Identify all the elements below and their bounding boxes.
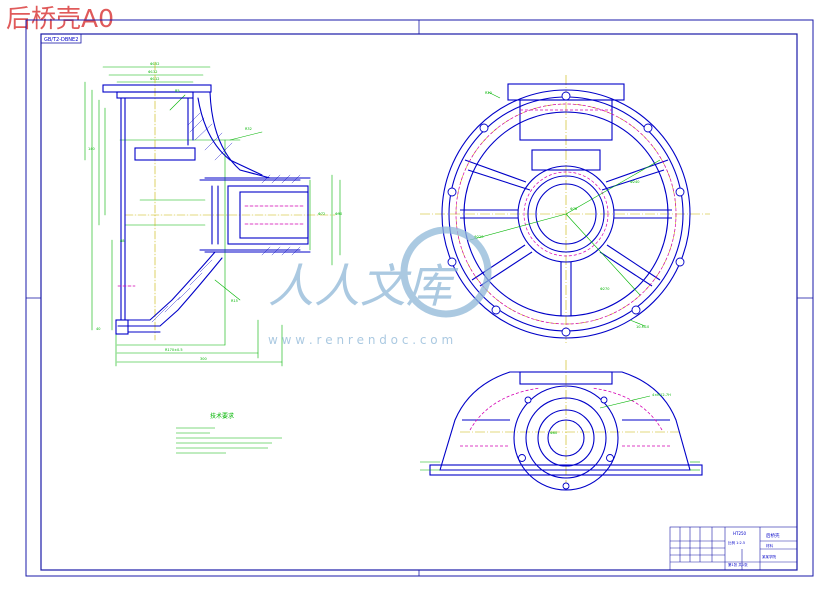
svg-text:Φ78: Φ78 bbox=[570, 207, 577, 211]
svg-text:88: 88 bbox=[120, 239, 124, 243]
svg-text:Φ60: Φ60 bbox=[550, 431, 557, 435]
front-view: Φ78 Φ240 Φ220 R20 10-M10 Φ270 bbox=[420, 75, 710, 345]
svg-text:Φ72: Φ72 bbox=[318, 212, 325, 216]
svg-text:Φ90: Φ90 bbox=[335, 212, 342, 216]
svg-text:Φ240: Φ240 bbox=[630, 180, 639, 184]
drawing-code-box bbox=[40, 33, 82, 44]
section-view: Φ152 Φ132 Φ112 R32 R5 Φ72 Φ90 R170±0.5 3… bbox=[84, 61, 342, 367]
title-school: 某某学院 bbox=[762, 554, 776, 559]
svg-text:10-M10: 10-M10 bbox=[636, 325, 649, 329]
watermark-url: w w w . r e n r e n d o c . c o m bbox=[268, 333, 453, 347]
svg-text:R32: R32 bbox=[245, 127, 252, 131]
tech-req-title: 技术要求 bbox=[210, 412, 234, 420]
svg-text:140: 140 bbox=[88, 147, 95, 151]
watermark-logo-ring bbox=[400, 226, 492, 318]
title-part-name: 后桥壳 bbox=[766, 532, 780, 539]
svg-text:300: 300 bbox=[200, 357, 207, 361]
title-sheet: 第1张 共1张 bbox=[728, 562, 748, 567]
svg-text:40: 40 bbox=[96, 327, 100, 331]
svg-text:Φ270: Φ270 bbox=[600, 287, 609, 291]
title-material: 材料 bbox=[766, 543, 774, 548]
drawing-code: GB/T2-DBNE2 bbox=[44, 37, 78, 43]
watermark-text: 人人文库 bbox=[268, 259, 459, 313]
svg-text:4×M12-7H: 4×M12-7H bbox=[652, 393, 671, 397]
page-title: 后桥壳A0 bbox=[6, 4, 115, 33]
svg-text:Φ220: Φ220 bbox=[474, 235, 483, 239]
svg-text:Φ112: Φ112 bbox=[150, 77, 159, 81]
bottom-view: 4×M12-7H Φ60 bbox=[420, 360, 703, 492]
svg-text:R15: R15 bbox=[231, 299, 238, 303]
title-block bbox=[669, 526, 798, 571]
svg-text:R5: R5 bbox=[175, 89, 180, 93]
svg-text:Φ132: Φ132 bbox=[148, 70, 157, 74]
watermark: 人人文库 w w w . r e n r e n d o c . c o m bbox=[268, 226, 492, 347]
title-drawing-no: HT250 bbox=[733, 531, 747, 536]
svg-text:R20: R20 bbox=[485, 91, 492, 95]
svg-text:R170±0.5: R170±0.5 bbox=[165, 348, 183, 352]
title-scale: 比例 1:2.5 bbox=[728, 540, 745, 545]
tech-requirements: 技术要求 bbox=[176, 412, 282, 454]
svg-text:Φ152: Φ152 bbox=[150, 62, 159, 66]
